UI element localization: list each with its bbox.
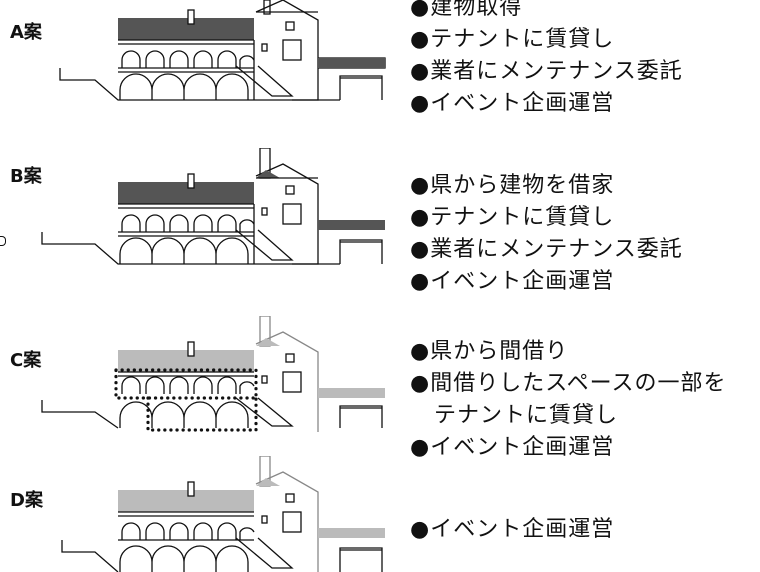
- option-b-bullet-2: ●テナントに賃貸し: [410, 205, 615, 230]
- option-b: B案 ●県から建物を借家 ●テナントに: [0, 140, 760, 294]
- option-a-bullet-4: ●イベント企画運営: [410, 91, 615, 116]
- option-b-bullet-3: ●業者にメンテナンス委託: [410, 237, 683, 262]
- option-b-bullets: ●県から建物を借家 ●テナントに賃貸し ●業者にメンテナンス委託 ●イベント企画…: [410, 170, 683, 298]
- building-illustration-icon: [61, 456, 385, 572]
- option-a-bullet-2: ●テナントに賃貸し: [410, 27, 615, 52]
- option-b-bullet-1: ●県から建物を借家: [410, 173, 615, 198]
- option-c-bullets: ●県から間借り ●間借りしたスペースの一部を テナントに賃貸し ●イベント企画運…: [410, 336, 727, 464]
- option-c: C案 ●県から間借り ●間借りしたスペー: [0, 316, 760, 460]
- option-a-label: A案: [10, 22, 42, 43]
- option-a-bullets: ●建物取得 ●テナントに賃貸し ●業者にメンテナンス委託 ●イベント企画運営: [410, 0, 683, 120]
- option-d: D案 ●イベント企画運営: [0, 456, 760, 572]
- left-edge-mark: [0, 236, 6, 246]
- option-a-bullet-1: ●建物取得: [410, 0, 523, 20]
- building-illustration-icon: [59, 0, 386, 101]
- option-d-bullets: ●イベント企画運営: [410, 514, 614, 546]
- option-d-bullet-1: ●イベント企画運営: [410, 517, 615, 542]
- option-a-bullet-3: ●業者にメンテナンス委託: [410, 59, 683, 84]
- option-c-bullet-1: ●県から間借り: [410, 339, 569, 364]
- option-a: A案 ●建物取得 ●テナントに賃貸し: [0, 0, 760, 116]
- option-d-label: D案: [10, 490, 43, 511]
- option-b-label: B案: [10, 166, 42, 187]
- building-illustration-icon: [41, 316, 385, 432]
- option-c-bullet-4: ●イベント企画運営: [410, 435, 615, 460]
- option-b-bullet-4: ●イベント企画運営: [410, 269, 615, 294]
- option-c-label: C案: [10, 350, 42, 371]
- option-c-bullet-2: ●間借りしたスペースの一部を: [410, 371, 727, 396]
- option-c-bullet-3: テナントに賃貸し: [434, 403, 619, 428]
- building-illustration-icon: [41, 148, 385, 265]
